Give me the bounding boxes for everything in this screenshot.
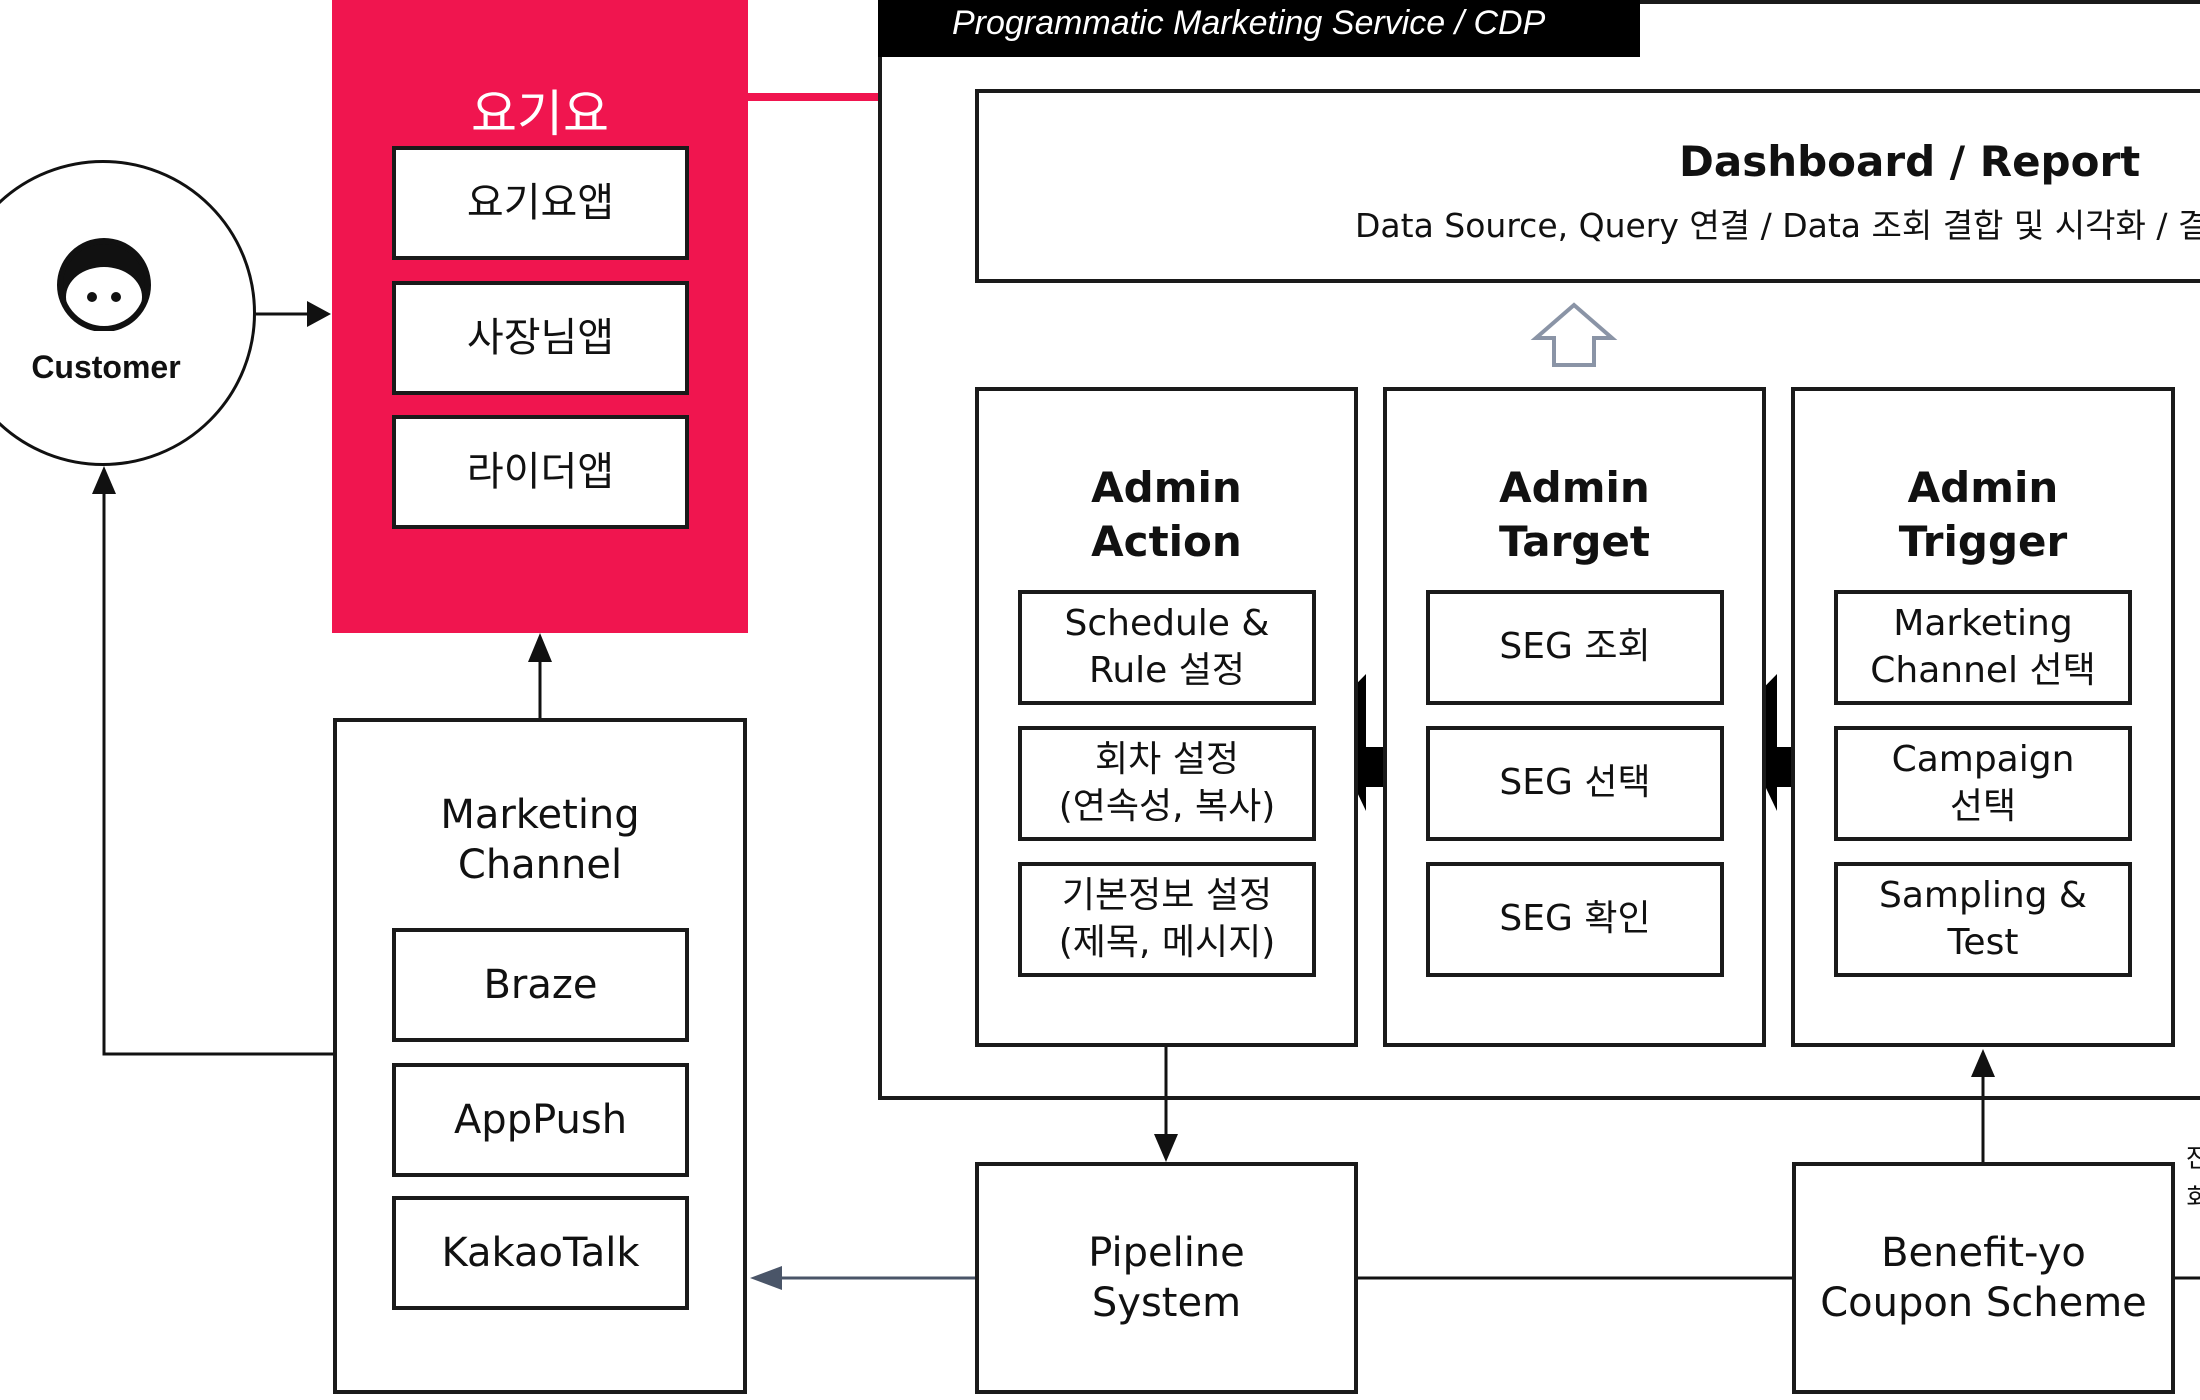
target-seg-confirm: SEG 확인 xyxy=(1426,862,1724,977)
target-seg-query: SEG 조회 xyxy=(1426,590,1724,705)
customer-label: Customer xyxy=(31,349,181,385)
dashboard-subtitle: Data Source, Query 연결 / Data 조회 결합 및 시각화… xyxy=(1355,206,2200,245)
channel-apppush: AppPush xyxy=(392,1063,689,1177)
customer-face-icon xyxy=(57,238,151,331)
admin-trigger-title: Admin Trigger xyxy=(1898,463,2068,566)
app-owner: 사장님앱 xyxy=(392,281,689,395)
trigger-sampling-test: Sampling & Test xyxy=(1834,862,2132,977)
benefit-coupon-scheme: Benefit-yo Coupon Scheme xyxy=(1792,1162,2175,1394)
marketing-channel-title: Marketing Channel xyxy=(440,792,640,888)
pms-header: Programmatic Marketing Service / CDP xyxy=(878,0,1640,57)
trigger-channel-select: Marketing Channel 선택 xyxy=(1834,590,2132,705)
app-yogiyo: 요기요앱 xyxy=(392,146,689,260)
channel-kakaotalk: KakaoTalk xyxy=(392,1196,689,1310)
channel-braze: Braze xyxy=(392,928,689,1042)
target-seg-select: SEG 선택 xyxy=(1426,726,1724,841)
yogiyo-title: 요기요 xyxy=(471,85,609,143)
app-rider: 라이더앱 xyxy=(392,415,689,529)
edge-text-bottom: 회 xyxy=(2186,1184,2200,1214)
dashboard-title: Dashboard / Report xyxy=(1679,137,2141,186)
pipeline-system: Pipeline System xyxy=(975,1162,1358,1394)
admin-target-title: Admin Target xyxy=(1499,463,1650,566)
pms-header-text: Programmatic Marketing Service / CDP xyxy=(952,4,1546,42)
edge-text-top: 잔 xyxy=(2186,1144,2200,1174)
channel-to-customer-arrow xyxy=(102,488,333,1056)
action-basic-info: 기본정보 설정 (제목, 메시지) xyxy=(1018,862,1316,977)
trigger-campaign-select: Campaign 선택 xyxy=(1834,726,2132,841)
action-schedule-rule: Schedule & Rule 설정 xyxy=(1018,590,1316,705)
action-round-setting: 회차 설정 (연속성, 복사) xyxy=(1018,726,1316,841)
dashboard-box: Dashboard / Report Data Source, Query 연결… xyxy=(975,89,2200,283)
up-arrow-to-dashboard xyxy=(1530,302,1618,367)
admin-action-title: Admin Action xyxy=(1091,463,1242,566)
